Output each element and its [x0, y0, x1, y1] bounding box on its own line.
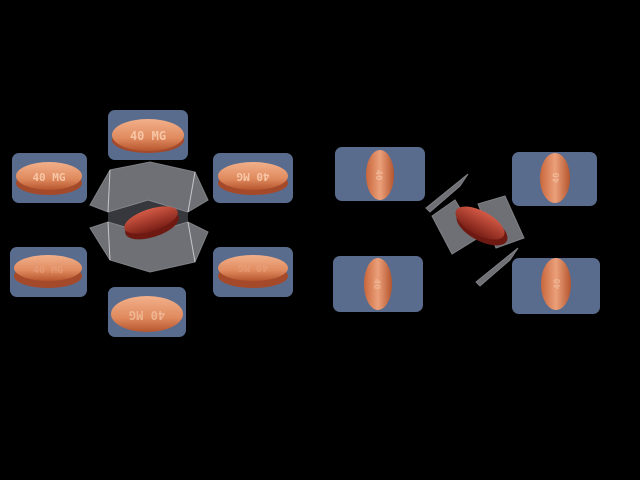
pill-imprint: 40 — [371, 279, 381, 290]
right-view-lower-right: 40 — [512, 258, 600, 314]
left-center-pill — [124, 206, 179, 240]
left-view-upper-right: 40 MG — [213, 153, 293, 203]
pill-imprint: 40 MG — [236, 170, 269, 183]
pill-imprint: 40 — [373, 170, 383, 181]
pill-imprint: 40 MG — [33, 265, 63, 276]
pill-imprint: 40 MG — [130, 129, 166, 143]
left-view-upper-left: 40 MG — [12, 153, 87, 203]
pill-imprint: 40 MG — [238, 262, 268, 273]
right-view-lower-left: 40 — [333, 256, 423, 312]
left-view-bottom: 40 MG — [108, 287, 186, 337]
pill-imprint: 40 MG — [32, 171, 65, 184]
pill-imprint: 40 MG — [129, 308, 165, 322]
left-view-top: 40 MG — [108, 110, 188, 160]
right-view-upper-left: 40 — [335, 147, 425, 201]
left-view-lower-right: 40 MG — [213, 247, 293, 297]
right-center-glass-planes — [425, 173, 525, 287]
left-view-lower-left: 40 MG — [10, 247, 87, 297]
right-view-upper-right: 40 — [512, 152, 597, 206]
right-center-pill — [455, 206, 508, 246]
pill-imprint: 40 — [553, 279, 563, 290]
pill-imprint: 40 — [552, 173, 562, 184]
